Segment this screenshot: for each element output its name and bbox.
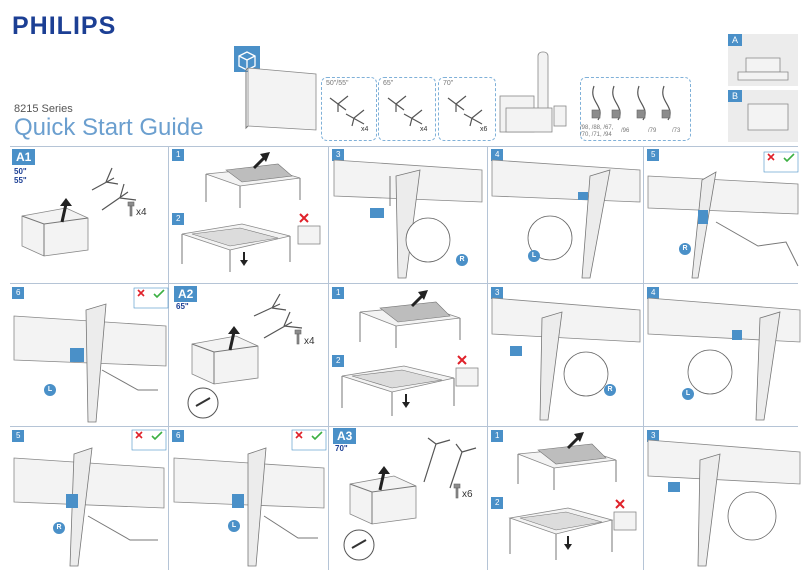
cable-label: /73	[672, 128, 681, 134]
step-2: 2	[172, 213, 185, 225]
unscrew-detail-icon	[343, 529, 375, 561]
side-left-badge: L	[228, 520, 240, 532]
box-open-illustration	[349, 466, 417, 525]
cable-label: /96	[621, 128, 630, 134]
step-5: 5	[12, 430, 25, 442]
step-3: 3	[647, 430, 660, 442]
screw-qty: x4	[136, 207, 147, 218]
section-label-a3: A3	[333, 428, 357, 444]
screw-icon	[127, 201, 135, 217]
row-divider	[10, 426, 798, 427]
box-open-illustration	[21, 198, 89, 257]
row-divider	[10, 283, 798, 284]
screw-qty-50-55: x4	[361, 126, 369, 133]
option-b-label: B	[728, 90, 743, 102]
package-icon	[234, 46, 260, 72]
screw-tighten-illustration	[13, 429, 167, 567]
remote-and-manual-illustration	[499, 51, 567, 133]
screw-qty-65: x4	[420, 126, 428, 133]
screw-qty: x6	[462, 489, 473, 500]
step-5: 5	[647, 149, 660, 161]
wrong-way-icon	[455, 355, 479, 387]
step-1: 1	[491, 430, 504, 442]
side-right-badge: R	[53, 522, 65, 534]
wrong-way-icon	[297, 213, 321, 245]
power-cables-illustration	[591, 85, 671, 121]
section-size: 55"	[14, 176, 27, 185]
brand-logo: PHILIPS	[12, 12, 117, 40]
section-size: 50"	[14, 167, 27, 176]
table-mount-illustration	[728, 34, 798, 86]
stand-attach-illustration	[647, 297, 801, 421]
step-2: 2	[491, 497, 504, 509]
wrong-way-icon	[613, 499, 637, 531]
stand-set-65	[378, 77, 436, 141]
page-title: Quick Start Guide	[14, 114, 204, 141]
step-6: 6	[12, 287, 25, 299]
screw-qty: x4	[304, 336, 315, 347]
step-2: 2	[332, 355, 345, 367]
step-4: 4	[647, 287, 660, 299]
table-cloth-illustration	[359, 290, 461, 348]
stand-legs-illustration	[423, 437, 477, 489]
section-label-a2: A2	[174, 286, 198, 302]
side-right-badge: R	[456, 254, 468, 266]
stand-legs-illustration	[253, 293, 303, 339]
step-4: 4	[491, 149, 504, 161]
screw-tighten-illustration	[173, 429, 327, 567]
stand-attach-illustration	[333, 159, 483, 279]
step-1: 1	[172, 149, 185, 161]
screw-tighten-illustration	[647, 151, 799, 279]
section-size: 65"	[176, 302, 189, 311]
column-divider	[328, 146, 329, 570]
tv-panel-illustration	[245, 67, 317, 131]
stand-legs-icon	[329, 95, 365, 127]
stand-attach-illustration	[491, 159, 641, 279]
stand-size-65: 65"	[383, 80, 394, 87]
side-right-badge: R	[679, 243, 691, 255]
tv-on-table-illustration	[341, 365, 455, 416]
tv-on-table-illustration	[508, 507, 614, 560]
stand-legs-icon	[387, 95, 423, 127]
step-6: 6	[172, 430, 185, 442]
screw-qty-70: x6	[480, 126, 488, 133]
table-cloth-illustration	[517, 432, 617, 490]
unscrew-detail-icon	[187, 387, 219, 419]
table-cloth-illustration	[205, 152, 301, 208]
cable-label: /79	[648, 128, 657, 134]
stand-legs-icon	[447, 95, 483, 127]
step-3: 3	[491, 287, 504, 299]
step-3: 3	[332, 149, 345, 161]
step-1: 1	[332, 287, 345, 299]
row-divider	[10, 146, 798, 147]
column-divider	[168, 146, 169, 570]
stand-legs-illustration	[91, 167, 137, 211]
side-left-badge: L	[528, 250, 540, 262]
stand-attach-illustration	[647, 439, 801, 567]
screw-icon	[453, 483, 461, 499]
stand-attach-illustration	[491, 297, 641, 421]
section-label-a1: A1	[12, 149, 36, 165]
stand-size-70: 70"	[443, 80, 454, 87]
stand-size-50-55: 50"/55"	[326, 80, 349, 87]
section-size: 70"	[335, 444, 348, 453]
column-divider	[643, 146, 644, 570]
side-right-badge: R	[604, 384, 616, 396]
side-left-badge: L	[682, 388, 694, 400]
tv-on-table-illustration	[181, 223, 291, 272]
cable-label: /98, /88, /67, /70, /71, /94	[580, 125, 614, 138]
stand-set-70	[438, 77, 496, 141]
stand-set-50-55	[321, 77, 377, 141]
column-divider	[487, 146, 488, 570]
side-left-badge: L	[44, 384, 56, 396]
cable-set	[580, 77, 691, 141]
series-label: 8215 Series	[14, 103, 73, 115]
option-a-label: A	[728, 34, 743, 46]
box-open-illustration	[191, 326, 259, 385]
screw-icon	[294, 329, 302, 345]
screw-tighten-illustration	[13, 287, 169, 423]
